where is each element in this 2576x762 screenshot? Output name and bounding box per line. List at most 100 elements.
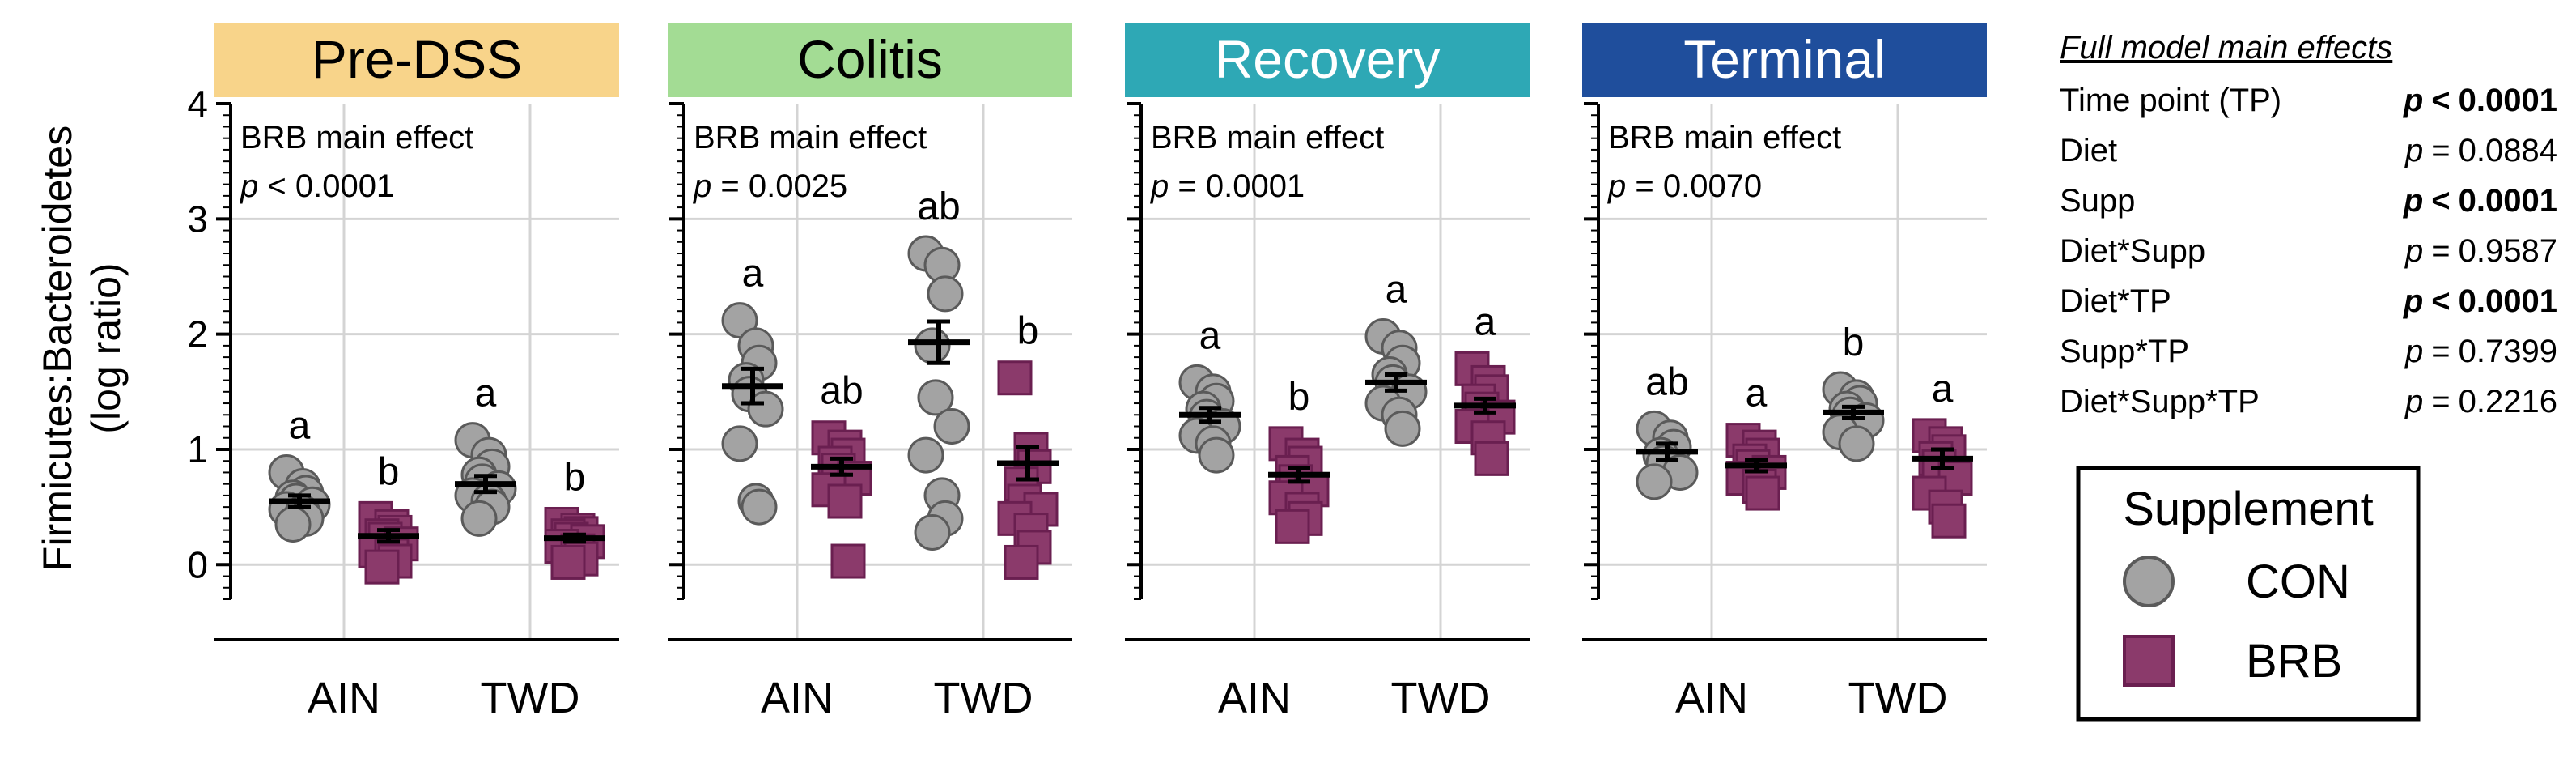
- data-point-con: [914, 513, 951, 551]
- data-point-con: [274, 505, 312, 543]
- main-effect-label: BRB main effect: [240, 120, 473, 155]
- p-number: 0.0001: [2459, 283, 2557, 319]
- x-tick-label: TWD: [481, 674, 580, 722]
- p-symbol: p: [240, 168, 258, 204]
- data-point-con: [914, 327, 951, 364]
- significance-letter: ab: [917, 185, 960, 228]
- full-model-effect-label: Time point (TP): [2060, 83, 2281, 118]
- significance-letter: b: [378, 450, 400, 493]
- panel-title: Pre-DSS: [312, 29, 522, 89]
- group-twd-brb: b: [997, 310, 1059, 580]
- group-twd-brb: a: [1454, 300, 1516, 476]
- group-ain-con: a: [268, 404, 331, 543]
- p-number: 0.7399: [2459, 334, 2557, 369]
- p-relation: <: [2431, 283, 2450, 319]
- significance-letter: b: [1288, 376, 1310, 419]
- full-model-p-value: p<0.0001: [2403, 183, 2557, 219]
- p-symbol: p: [2404, 133, 2423, 168]
- x-tick-label: TWD: [1391, 674, 1491, 722]
- x-tick-label: AIN: [1675, 674, 1748, 722]
- data-point-brb: [827, 483, 863, 519]
- panel-title-banner: [668, 23, 1072, 97]
- full-model-effect-label: Diet: [2060, 133, 2117, 168]
- main-effect-p-value: p = 0.0001: [1150, 168, 1305, 204]
- p-symbol: p: [2403, 183, 2423, 219]
- p-number: 0.0001: [2459, 183, 2557, 219]
- data-point-brb: [1275, 509, 1310, 544]
- data-point-brb: [1004, 544, 1039, 580]
- legend-marker-brb: [2123, 635, 2175, 687]
- significance-letter: a: [475, 372, 497, 415]
- data-point-con: [927, 275, 964, 313]
- p-relation: <: [2431, 183, 2450, 219]
- group-ain-con: a: [1178, 314, 1241, 474]
- p-relation: =: [2431, 233, 2450, 269]
- data-point-con: [721, 425, 758, 462]
- full-model-effect-label: Supp*TP: [2060, 334, 2189, 369]
- p-symbol: p: [2404, 233, 2423, 269]
- p-number: 0.0884: [2459, 133, 2557, 168]
- significance-letter: b: [1843, 321, 1865, 364]
- panel-title-banner: [1125, 23, 1530, 97]
- x-tick-label: AIN: [761, 674, 834, 722]
- full-model-p-value: p<0.0001: [2403, 83, 2557, 118]
- data-point-con: [741, 488, 778, 526]
- p-symbol: p: [2404, 384, 2423, 419]
- data-point-brb: [1931, 503, 1967, 539]
- significance-letter: b: [564, 456, 586, 499]
- main-effect-p-value: p < 0.0001: [240, 168, 394, 204]
- data-point-con: [747, 390, 784, 428]
- legend-label: BRB: [2246, 635, 2342, 688]
- panel-title: Colitis: [797, 29, 943, 89]
- data-point-con: [721, 302, 758, 339]
- full-model-p-value: p=0.9587: [2404, 233, 2557, 269]
- data-point-con: [1198, 436, 1235, 474]
- p-value-text: = 0.0025: [711, 168, 847, 204]
- significance-letter: a: [1475, 300, 1496, 343]
- significance-letter: b: [1017, 310, 1039, 353]
- significance-letter: ab: [1645, 360, 1688, 403]
- panel-title: Terminal: [1683, 29, 1885, 89]
- group-ain-con: ab: [1636, 360, 1699, 500]
- full-model-table: Full model main effects Time point (TP)p…: [2060, 30, 2557, 419]
- group-twd-con: a: [1364, 268, 1428, 447]
- x-tick-label: AIN: [308, 674, 380, 722]
- p-value-text: < 0.0001: [258, 168, 394, 204]
- full-model-effect-label: Diet*Supp: [2060, 233, 2205, 269]
- p-number: 0.0001: [2459, 83, 2557, 118]
- x-tick-label: TWD: [934, 674, 1033, 722]
- data-point-brb: [997, 360, 1033, 396]
- p-relation: <: [2431, 83, 2450, 118]
- panel-title: Recovery: [1215, 29, 1441, 89]
- y-axis-label-line1: Firmicutes:Bacteroidetes: [35, 126, 80, 571]
- y-axis-label-line2: (log ratio): [83, 262, 129, 433]
- x-tick-label: TWD: [1848, 674, 1948, 722]
- p-number: 0.9587: [2459, 233, 2557, 269]
- group-twd-con: ab: [907, 185, 970, 551]
- data-point-con: [1838, 425, 1875, 462]
- main-effect-label: BRB main effect: [694, 120, 927, 155]
- significance-letter: a: [1199, 314, 1221, 357]
- group-ain-brb: b: [1268, 376, 1330, 544]
- full-model-effect-label: Supp: [2060, 183, 2135, 219]
- data-point-con: [933, 408, 970, 445]
- data-point-brb: [1745, 475, 1780, 511]
- group-twd-con: a: [454, 372, 517, 537]
- full-model-p-value: p=0.0884: [2404, 133, 2557, 168]
- significance-letter: a: [1746, 372, 1768, 415]
- significance-letter: a: [1386, 268, 1407, 311]
- legend-title: Supplement: [2123, 483, 2374, 535]
- main-effect-label: BRB main effect: [1151, 120, 1384, 155]
- p-value-text: = 0.0070: [1626, 168, 1762, 204]
- y-tick-label: 0: [187, 543, 208, 585]
- data-point-brb: [364, 549, 400, 585]
- panel-title-banner: [214, 23, 619, 97]
- full-model-p-value: p=0.2216: [2404, 384, 2557, 419]
- y-tick-label: 1: [187, 428, 208, 470]
- p-value-text: = 0.0001: [1169, 168, 1305, 204]
- data-point-brb: [830, 543, 866, 579]
